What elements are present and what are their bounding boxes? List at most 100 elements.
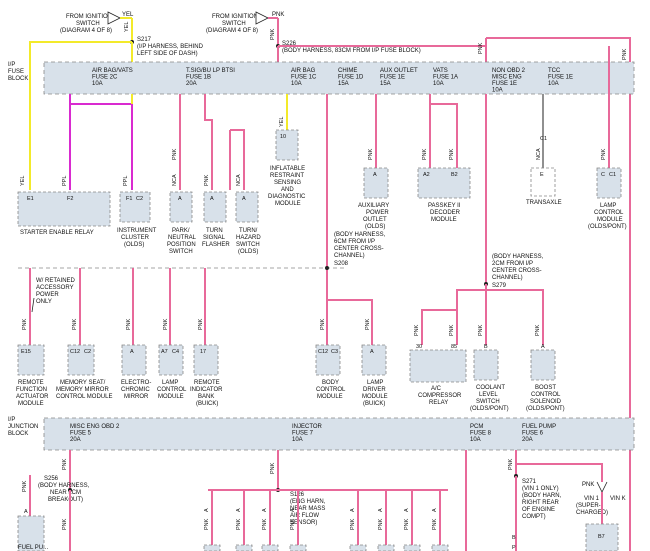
fuse-label: CHIME <box>338 68 357 74</box>
pin-label: A <box>541 344 545 350</box>
pin-label: A <box>178 196 182 202</box>
fuse-label: PCM <box>470 424 483 430</box>
fuse-block-box <box>43 417 635 451</box>
splice-desc: (BODY HARNESS, <box>492 254 544 260</box>
component-box <box>585 523 619 551</box>
component-label: MODULE <box>431 217 457 223</box>
component-label: STARTER ENABLE RELAY <box>20 230 94 236</box>
splice-desc: (VIN 1 ONLY) <box>522 486 559 492</box>
pin-label: B <box>512 535 516 541</box>
component-label: BOOST <box>535 385 556 391</box>
fuse-label: 10A <box>433 81 444 87</box>
component-label: TRANSAXLE <box>526 200 562 206</box>
wire-color-label: PNK <box>62 458 68 470</box>
remote-indicator-bank: PNK 17 REMOTE INDICATOR BANK (BUICK) <box>190 318 223 407</box>
fuse-block-box <box>43 61 635 95</box>
splice-desc: CENTER CROSS- <box>492 268 542 274</box>
note-label: ACCESSORY <box>36 285 74 291</box>
wire-color-label: PNK <box>449 324 455 336</box>
wire-color-label: PNK <box>622 48 628 60</box>
block-label: I/P <box>8 417 15 423</box>
fuse-block-2: I/P JUNCTION BLOCK <box>8 417 635 451</box>
fuse-label: VATS <box>433 68 448 74</box>
component-box <box>158 344 184 376</box>
component-label: FUNCTION <box>16 387 47 393</box>
top-feed-right: FROM IGNITION SWITCH (DIAGRAM 4 OF 8) PN… <box>206 11 284 34</box>
component-label: BODY <box>322 380 339 386</box>
pink-wire <box>516 463 603 482</box>
fuse-label: 20A <box>70 437 81 443</box>
wire-color-label: PNK <box>22 318 28 330</box>
vin-label: (SUPER- <box>576 503 601 509</box>
wire-color-label: PNK <box>62 518 68 530</box>
splice-desc: (BODY HARNESS, 83CM FROM I/P FUSE BLOCK) <box>282 48 421 54</box>
pink-wire <box>456 289 486 345</box>
fuse-label: AIR BAG <box>291 68 316 74</box>
fuse-label: FUSE 1D <box>338 75 364 81</box>
pin-label: C2 <box>136 196 143 202</box>
component-label: AND <box>281 187 294 193</box>
component-label: MODULE <box>362 394 388 400</box>
block-label: BLOCK <box>8 76 28 82</box>
component-label: (BUICK) <box>363 401 385 407</box>
splice-desc: (BODY HARNESS, <box>38 483 90 489</box>
component-label: (OLDS) <box>365 224 385 230</box>
component-box <box>67 344 95 376</box>
pin-label: E <box>540 172 544 178</box>
component-label: DECODER <box>430 210 461 216</box>
splice-desc: AIR FLOW <box>290 513 319 519</box>
fuse-label: 10A <box>291 81 302 87</box>
note-label: W/ RETAINED <box>36 278 76 284</box>
fuse-label: FUSE 1B <box>186 75 211 81</box>
component-box <box>315 344 341 376</box>
pin-label: F2 <box>67 196 73 202</box>
component-label: (OLDS/PONT) <box>526 406 565 412</box>
component-label: (BUICK) <box>196 401 218 407</box>
splice-name: S271 <box>522 479 537 485</box>
fuse-label: 20A <box>186 81 197 87</box>
pin-label: A <box>130 349 134 355</box>
component-label: CLUSTER <box>121 235 150 241</box>
pin-label: C4 <box>172 349 179 355</box>
feed-label: (DIAGRAM 4 OF 8) <box>206 28 258 34</box>
wire-color-label: PNK <box>478 324 484 336</box>
component-box <box>17 191 111 227</box>
pin-label: A <box>290 508 296 512</box>
pin-label: E15 <box>21 349 31 355</box>
component-box <box>530 167 556 197</box>
splice-name: S208 <box>334 261 349 267</box>
block-label: BLOCK <box>8 431 28 437</box>
fuse-label: 15A <box>338 81 349 87</box>
component-label: OUTLET <box>363 217 387 223</box>
component-box <box>417 167 471 199</box>
note-arrow <box>31 297 35 313</box>
wire-color-label: PNK <box>270 462 276 474</box>
pin-label: C3 <box>331 349 338 355</box>
component-label: (OLDS) <box>238 249 258 255</box>
fuse-label: 20A <box>522 437 533 443</box>
component-label: POSITION <box>167 242 196 248</box>
pink-wire <box>486 37 631 551</box>
wire-color-label: PNK <box>22 480 28 492</box>
component-label: DRIVER <box>363 387 386 393</box>
fuse-label: FUSE 7 <box>292 431 314 437</box>
top-feed-left: FROM IGNITION SWITCH (DIAGRAM 4 OF 8) YE… <box>60 11 134 34</box>
vin-label: CHARGED) <box>576 510 608 516</box>
remote-function-actuator: PNK E15 REMOTE FUNCTION ACTUATOR MODULE <box>16 318 49 407</box>
component-label: LAMP <box>600 203 616 209</box>
component-box <box>473 349 499 381</box>
pin-label: A <box>378 508 384 512</box>
pink-wire <box>230 129 245 190</box>
pin-label: C12 <box>318 349 328 355</box>
arrow-icon <box>107 11 121 25</box>
pin-label: E1 <box>27 196 34 202</box>
wire-color-label: PNK <box>368 148 374 160</box>
wire-color-label: PNK <box>404 518 410 530</box>
fuse-label: FUSE 6 <box>522 431 544 437</box>
fuse-label: FUSE 1E <box>548 75 573 81</box>
pin-label: 10 <box>280 134 286 140</box>
component-label: INSTRUMENT <box>117 228 157 234</box>
pin-label: 30 <box>416 344 422 350</box>
